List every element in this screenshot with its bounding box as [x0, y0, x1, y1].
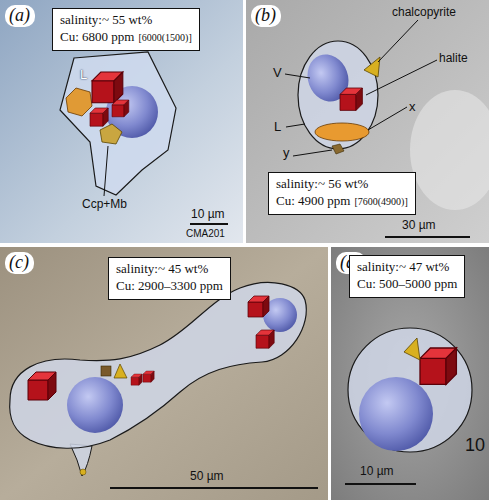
micrograph-label: 10 [465, 436, 485, 456]
bracket-value: [7600(4900)] [354, 196, 407, 207]
panel-letter: (c) [5, 252, 34, 274]
illustration-part [368, 107, 407, 130]
illustration-part [92, 72, 123, 103]
leader-line [285, 20, 437, 156]
micrograph-label: CMA201 [186, 228, 225, 239]
figure-panel: (b) salinity:~ 56 wt%Cu: 4900 ppm [7600(49… [246, 0, 489, 243]
micrograph-label: L [80, 68, 87, 82]
illustration-part [131, 374, 142, 385]
data-text: salinity:~ 55 wt% [60, 12, 192, 29]
illustration-part [332, 144, 344, 154]
illustration-part [378, 20, 418, 62]
illustration-part [10, 282, 307, 448]
illustration-part [70, 444, 92, 476]
micrograph-label: V [273, 66, 282, 80]
micrograph-ground [0, 0, 243, 243]
micrograph-ground [331, 247, 489, 500]
illustration-part [285, 74, 310, 78]
data-text: salinity:~ 56 wt% [276, 176, 408, 193]
illustration-part [114, 364, 127, 378]
micrograph-label: L [274, 120, 281, 134]
illustration-part [293, 150, 332, 156]
illustration-part [248, 296, 269, 317]
scale-bar [190, 223, 228, 225]
data-text: Cu: 2900–3300 ppm [116, 278, 223, 295]
data-box: salinity:~ 56 wt%Cu: 4900 ppm [7600(4900)… [268, 172, 416, 215]
micrograph-label: 50 µm [190, 470, 224, 483]
illustration-part [67, 377, 123, 433]
micrograph-label: Ccp+Mb [82, 198, 127, 211]
panel-letter: (a) [5, 5, 35, 27]
scale-bar [110, 487, 318, 489]
data-box: salinity:~ 45 wt%Cu: 2900–3300 ppm [108, 257, 231, 300]
illustration-part [420, 348, 456, 384]
panel-letter: (b) [251, 5, 281, 27]
micrograph-label: 30 µm [402, 219, 436, 232]
micrograph-label: halite [439, 52, 468, 65]
illustration-part [28, 372, 56, 400]
data-text: Cu: 6800 ppm [60, 29, 134, 44]
illustration-part [364, 57, 380, 77]
illustration-part [315, 123, 369, 141]
illustration-part [404, 338, 420, 360]
fluid-inclusion [348, 328, 472, 452]
illustration-part [66, 88, 92, 116]
micrograph-label: x [409, 100, 416, 114]
illustration-part [100, 124, 122, 144]
illustration-part [359, 377, 433, 451]
fluid-inclusion [298, 41, 380, 154]
data-box: salinity:~ 47 wt%Cu: 500–5000 ppm [349, 255, 465, 298]
illustration-part [101, 366, 111, 376]
scale-bar [345, 483, 416, 485]
micrograph-glare [410, 90, 489, 210]
illustration-part [340, 88, 362, 110]
illustration-part [286, 124, 305, 127]
figure-panel: (d)salinity:~ 47 wt%Cu: 500–5000 ppm [331, 247, 489, 500]
illustration-part [256, 330, 274, 348]
illustration-part [60, 52, 176, 195]
scale-bar [385, 236, 470, 238]
micrograph-label: 10 µm [191, 208, 225, 221]
data-text: salinity:~ 45 wt% [116, 261, 223, 278]
data-text: Cu: 500–5000 ppm [357, 276, 457, 293]
micrograph-label: 10 µm [360, 465, 394, 478]
illustration-part [143, 371, 154, 382]
illustration-part [90, 108, 108, 126]
fluid-inclusion [60, 52, 176, 195]
figure-panel: (c) salinity:~ 45 wt%Cu: 2900–3300 ppm [0, 247, 328, 500]
data-text: Cu: 4900 ppm [276, 193, 350, 208]
illustration-part [80, 469, 86, 475]
illustration-part [112, 100, 129, 117]
illustration-part [366, 60, 437, 95]
data-text: salinity:~ 47 wt% [357, 259, 457, 276]
micrograph-label: chalcopyrite [392, 6, 456, 19]
bracket-value: [6000(1500)] [138, 32, 191, 43]
illustration-part [348, 328, 472, 452]
leader-line [104, 146, 108, 196]
data-box: salinity:~ 55 wt%Cu: 6800 ppm [6000(1500)… [52, 8, 200, 51]
fluid-inclusion [10, 282, 307, 476]
micrograph-ground [0, 247, 328, 500]
micrograph-label: y [283, 146, 290, 160]
